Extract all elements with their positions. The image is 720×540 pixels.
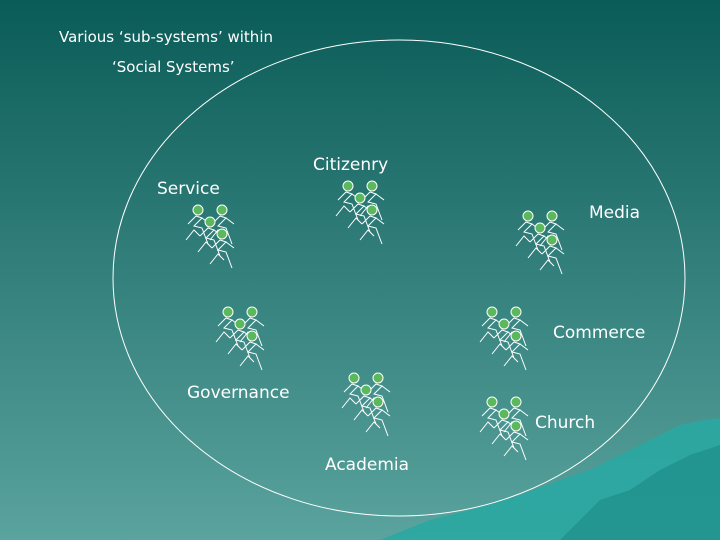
people-group-icon: [480, 307, 528, 370]
people-group-icon: [480, 397, 528, 460]
people-group-icon: [216, 307, 264, 370]
label-media: Media: [589, 203, 641, 223]
mountain-shading: [560, 445, 720, 540]
heading-line-1: Various ‘sub-systems’ within: [59, 28, 273, 46]
people-group-icon: [336, 181, 384, 244]
label-church: Church: [535, 413, 596, 433]
heading-line-2: ‘Social Systems’: [112, 58, 235, 76]
label-service: Service: [157, 179, 220, 199]
label-commerce: Commerce: [553, 323, 646, 343]
people-group-icon: [342, 373, 390, 436]
people-group-icon: [186, 205, 234, 268]
label-governance: Governance: [187, 383, 290, 403]
label-citizenry: Citizenry: [313, 155, 389, 175]
label-academia: Academia: [325, 455, 410, 475]
social-system-boundary: [112, 39, 686, 517]
people-group-icon: [516, 211, 564, 274]
